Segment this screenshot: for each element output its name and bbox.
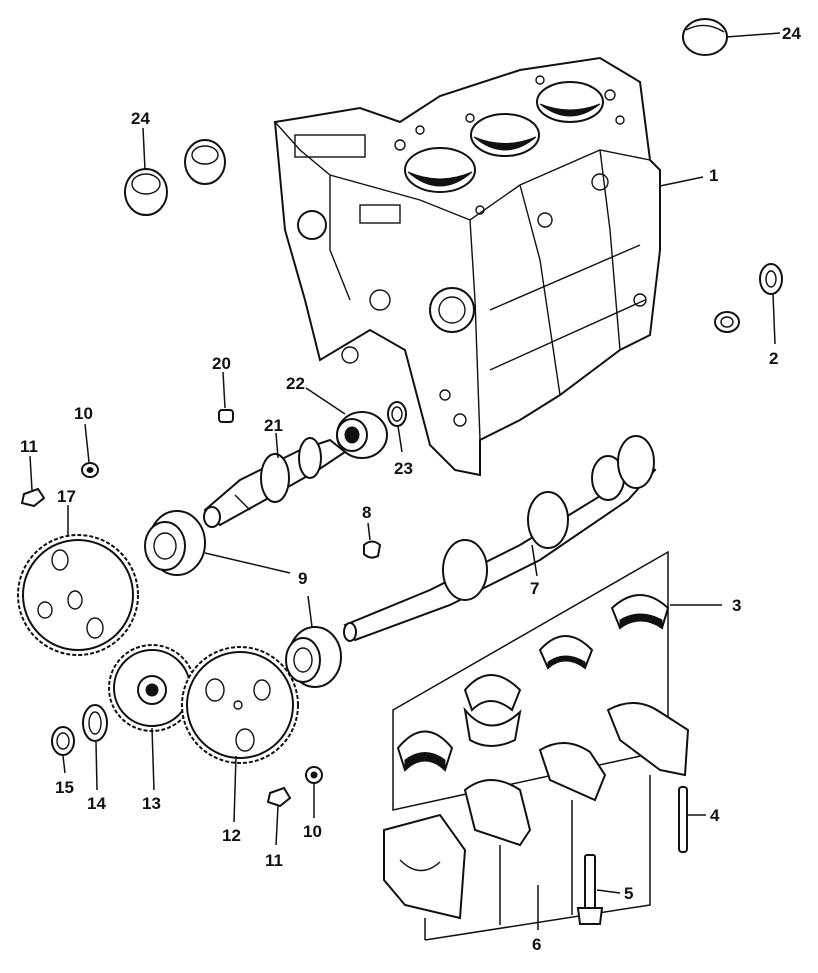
part-21-shaft xyxy=(203,437,347,528)
part-15-snap-ring xyxy=(51,726,75,756)
part-24-cap-left-a xyxy=(124,168,168,216)
callout-17: 17 xyxy=(57,487,76,506)
part-13-gear xyxy=(108,644,196,732)
callout-12: 12 xyxy=(222,826,241,845)
callout-10-top: 10 xyxy=(74,404,93,423)
part-2-seal-large xyxy=(759,263,783,295)
part-11-bolt-top xyxy=(20,487,46,508)
part-4-pin xyxy=(678,786,688,853)
part-1-cylinder-block xyxy=(273,56,661,477)
part-24-cap-top-right xyxy=(682,18,728,56)
callout-7: 7 xyxy=(530,579,539,598)
part-22-bearing xyxy=(336,411,388,459)
part-8-woodruff-key xyxy=(363,540,382,559)
part-9-bearing-left xyxy=(144,510,206,576)
part-10-washer-top xyxy=(81,462,99,478)
bearing-shell-2 xyxy=(463,674,522,747)
callout-5: 5 xyxy=(624,884,633,903)
callout-22: 22 xyxy=(286,374,305,393)
callout-10-bottom: 10 xyxy=(303,822,322,841)
part-5-bolt xyxy=(576,854,604,925)
bearing-shell-1 xyxy=(396,730,454,772)
callout-3: 3 xyxy=(732,596,741,615)
callout-2: 2 xyxy=(769,349,778,368)
callout-21: 21 xyxy=(264,416,283,435)
callout-1: 1 xyxy=(709,166,718,185)
part-6-bearing-cap-group xyxy=(383,702,690,941)
part-20-key xyxy=(218,409,234,423)
part-14-thrust-washer xyxy=(82,704,108,742)
callout-24-top-right: 24 xyxy=(782,24,801,43)
part-17-gear xyxy=(17,534,139,656)
callout-24-left: 24 xyxy=(131,109,150,128)
part-23-snap-ring xyxy=(387,401,407,427)
part-12-gear xyxy=(181,646,299,764)
callout-23: 23 xyxy=(394,459,413,478)
callout-9: 9 xyxy=(298,569,307,588)
part-11-bolt-bottom xyxy=(266,786,292,808)
callout-6: 6 xyxy=(532,935,541,954)
callout-4: 4 xyxy=(710,806,720,825)
part-3-bearing-shell-group xyxy=(392,550,670,811)
callout-15: 15 xyxy=(55,778,74,797)
callout-11-top: 11 xyxy=(20,437,38,456)
part-7-camshaft xyxy=(343,435,657,642)
callout-11-bottom: 11 xyxy=(265,851,283,870)
part-9-bearing-right xyxy=(285,626,342,688)
callout-8: 8 xyxy=(362,503,371,522)
callout-13: 13 xyxy=(142,794,161,813)
bearing-shell-4 xyxy=(610,594,670,630)
part-24-cap-left-b xyxy=(184,139,226,185)
part-2-seal-small xyxy=(714,311,740,333)
part-10-washer-bottom xyxy=(305,766,323,784)
callout-14: 14 xyxy=(87,794,106,813)
callout-20: 20 xyxy=(212,354,231,373)
bearing-shell-3 xyxy=(538,635,594,670)
